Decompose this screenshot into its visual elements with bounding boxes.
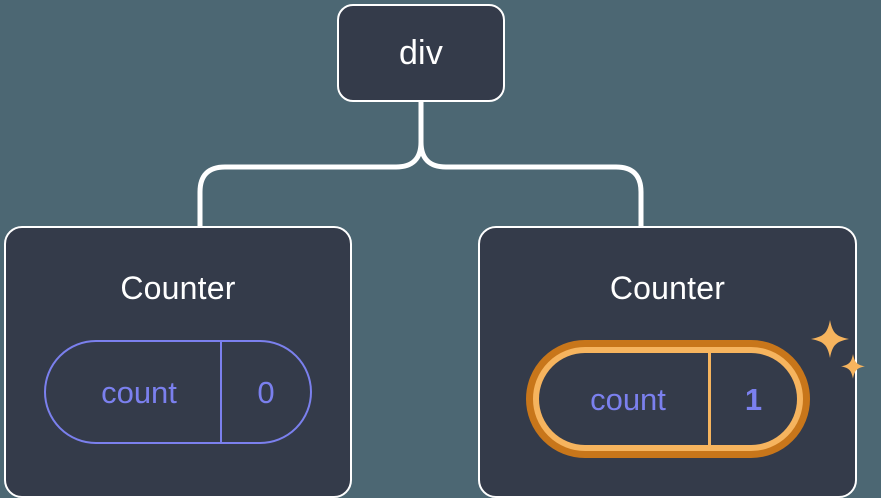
state-pill-wrapper-left: count 0 bbox=[44, 340, 312, 444]
state-pill-left[interactable]: count 0 bbox=[44, 340, 312, 444]
state-value-right: 1 bbox=[744, 381, 763, 417]
state-key-right: count bbox=[539, 353, 711, 445]
sparkle-large-icon bbox=[810, 320, 849, 358]
node-div-label: div bbox=[398, 34, 444, 72]
state-key-left: count bbox=[46, 342, 222, 442]
node-div[interactable]: div bbox=[337, 4, 505, 102]
state-value-left: 0 bbox=[257, 374, 275, 410]
node-counter-left[interactable]: Counter count 0 bbox=[4, 226, 352, 498]
connector-right-branch bbox=[418, 99, 644, 229]
connector-left-branch bbox=[197, 139, 424, 229]
state-pill-right[interactable]: count 1 bbox=[525, 340, 810, 458]
sparkle-small-icon bbox=[840, 354, 865, 379]
node-counter-right-label: Counter bbox=[609, 270, 726, 306]
node-counter-right[interactable]: Counter count 1 bbox=[478, 226, 865, 498]
state-pill-wrapper-right: count 1 bbox=[525, 320, 865, 458]
state-pill-right-inner: count 1 bbox=[538, 353, 797, 445]
node-counter-left-label: Counter bbox=[120, 270, 236, 306]
sparkles-icon bbox=[810, 320, 865, 379]
